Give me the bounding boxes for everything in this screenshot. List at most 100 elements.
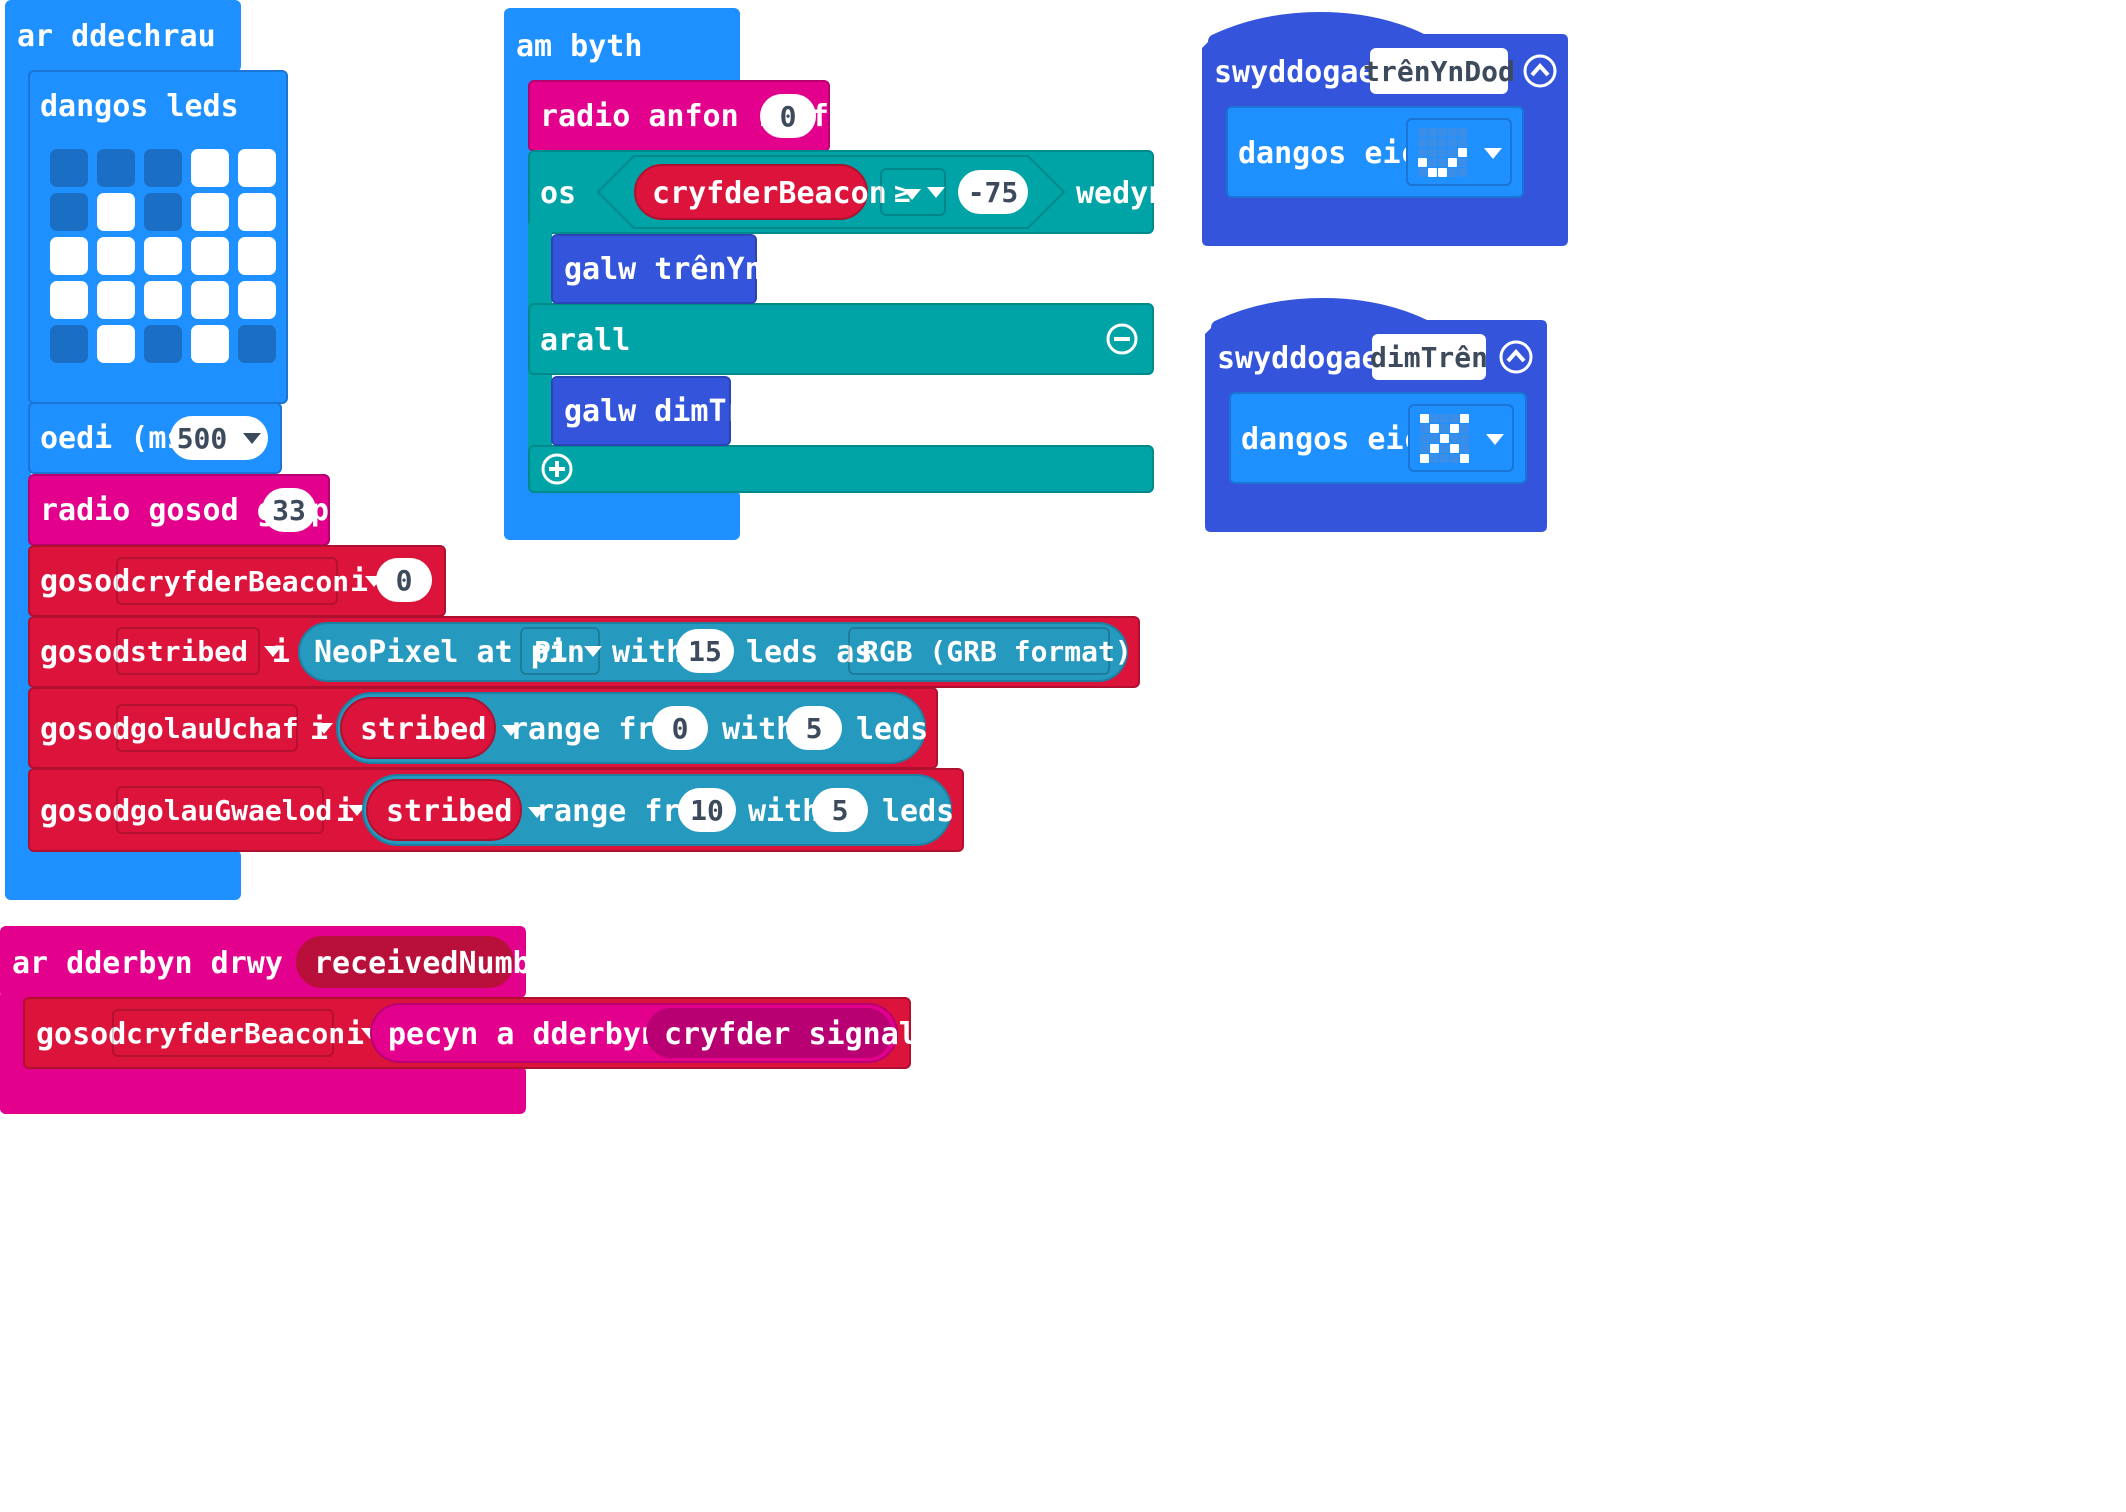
icon-pixel (1428, 158, 1437, 167)
icon-pixel (1448, 158, 1457, 167)
chevron-down-icon (314, 722, 333, 734)
icon-pixel (1418, 128, 1427, 137)
beacon-variable-reporter[interactable] (634, 164, 868, 220)
led-cell[interactable] (238, 149, 276, 187)
packet-property-dropdown[interactable] (646, 1008, 892, 1058)
threshold-input[interactable]: -75 (958, 170, 1028, 214)
variable-name: golauGwaelod (130, 793, 333, 827)
icon-pixel (1420, 424, 1429, 433)
led-cell[interactable] (144, 237, 182, 275)
variable-dropdown[interactable]: cryfderBeacon (112, 1009, 380, 1057)
beacon-variable-name: cryfderBeacon (652, 179, 921, 209)
pin-dropdown[interactable]: P1 (520, 627, 602, 675)
led-cell[interactable] (144, 325, 182, 363)
led-cell[interactable] (191, 149, 229, 187)
variable-dropdown[interactable]: golauGwaelod (116, 786, 367, 834)
led-cell[interactable] (50, 325, 88, 363)
led-cell[interactable] (144, 149, 182, 187)
led-cell[interactable] (191, 193, 229, 231)
led-cell[interactable] (97, 281, 135, 319)
mode-value: RGB (GRB format) (862, 634, 1132, 668)
icon-pixel (1458, 148, 1467, 157)
icon-pixel (1418, 158, 1427, 167)
led-cell[interactable] (97, 149, 135, 187)
operator-dropdown[interactable]: ≥ (880, 168, 946, 216)
radio-group-value[interactable]: 33 (262, 488, 316, 532)
led-cell[interactable] (144, 193, 182, 231)
icon-pixel (1428, 168, 1437, 177)
strip-variable-name: stribed (360, 715, 521, 745)
led-cell[interactable] (238, 325, 276, 363)
led-cell[interactable] (144, 281, 182, 319)
on-start-spine (5, 60, 31, 900)
variable-dropdown[interactable]: golauUchaf (116, 704, 333, 752)
icon-dropdown[interactable] (1406, 118, 1512, 186)
icon-pixel (1448, 168, 1457, 177)
led-cell[interactable] (50, 281, 88, 319)
to-label: i (310, 712, 329, 747)
range-count-input[interactable]: 5 (812, 788, 868, 832)
on-start-footer (5, 850, 241, 900)
led-count-input[interactable]: 15 (676, 629, 734, 673)
strip-variable-reporter[interactable] (366, 779, 522, 841)
leds-as-label: leds as (746, 635, 873, 670)
function-name-field[interactable]: dimTrên (1370, 334, 1488, 380)
range-count-input[interactable]: 5 (786, 706, 842, 750)
led-cell[interactable] (97, 237, 135, 275)
led-cell[interactable] (238, 193, 276, 231)
range-start-input[interactable]: 0 (652, 706, 708, 750)
variable-dropdown[interactable]: stribed (116, 627, 283, 675)
strip-variable-name: stribed (386, 797, 547, 827)
led-cell[interactable] (50, 149, 88, 187)
led-cell[interactable] (50, 237, 88, 275)
led-cell[interactable] (50, 193, 88, 231)
icon-pixel (1438, 148, 1447, 157)
led-cell[interactable] (191, 325, 229, 363)
pause-label: oedi (ms) (40, 421, 203, 456)
led-cell[interactable] (191, 281, 229, 319)
pause-dropdown[interactable]: 500 (170, 416, 268, 460)
led-cell[interactable] (97, 193, 135, 231)
icon-pixel (1460, 444, 1469, 453)
range-start-input[interactable]: 10 (678, 788, 736, 832)
packet-property-value: cryfder signal (664, 1020, 951, 1050)
led-cell[interactable] (238, 281, 276, 319)
plus-circle-icon[interactable] (540, 452, 574, 486)
icon-dropdown[interactable] (1408, 404, 1514, 472)
beacon-initial-value[interactable]: 0 (376, 558, 432, 602)
chevron-down-icon (365, 575, 384, 587)
strip-variable-reporter[interactable] (340, 697, 496, 759)
chevron-down-icon (528, 806, 547, 818)
led-cell[interactable] (191, 237, 229, 275)
variable-name: cryfderBeacon (126, 1016, 346, 1050)
show-leds-label: dangos leds (40, 89, 239, 124)
icon-pixel (1418, 148, 1427, 157)
mode-dropdown[interactable]: RGB (GRB format) (848, 627, 1166, 675)
forever-header[interactable] (504, 8, 740, 88)
function-name-field[interactable]: trênYnDod (1363, 48, 1515, 94)
variable-dropdown[interactable]: cryfderBeacon (116, 557, 384, 605)
to-label: i (336, 794, 355, 829)
icon-pixel (1438, 128, 1447, 137)
icon-pixel (1440, 424, 1449, 433)
on-start-header[interactable] (5, 0, 241, 72)
received-number-param[interactable] (296, 936, 514, 988)
else-row (528, 303, 1154, 375)
icon-pixel (1420, 414, 1429, 423)
icon-pixel (1420, 434, 1429, 443)
set-label: gosod (40, 712, 131, 747)
collapse-up-icon[interactable] (1498, 339, 1534, 375)
set-label: gosod (40, 635, 131, 670)
led-cell[interactable] (97, 325, 135, 363)
call-train-coming-label: galw trênYnDod (564, 252, 817, 287)
radio-send-value[interactable]: 0 (760, 94, 816, 138)
led-cell[interactable] (238, 237, 276, 275)
minus-circle-icon[interactable] (1105, 322, 1139, 356)
call-no-train-block[interactable] (551, 376, 731, 446)
on-start-label: ar ddechrau (17, 19, 216, 54)
variable-name: stribed (130, 634, 249, 668)
collapse-up-icon[interactable] (1522, 53, 1558, 89)
call-train-coming-block[interactable] (551, 234, 757, 304)
icon-pixel (1428, 148, 1437, 157)
chevron-down-icon (502, 724, 521, 736)
